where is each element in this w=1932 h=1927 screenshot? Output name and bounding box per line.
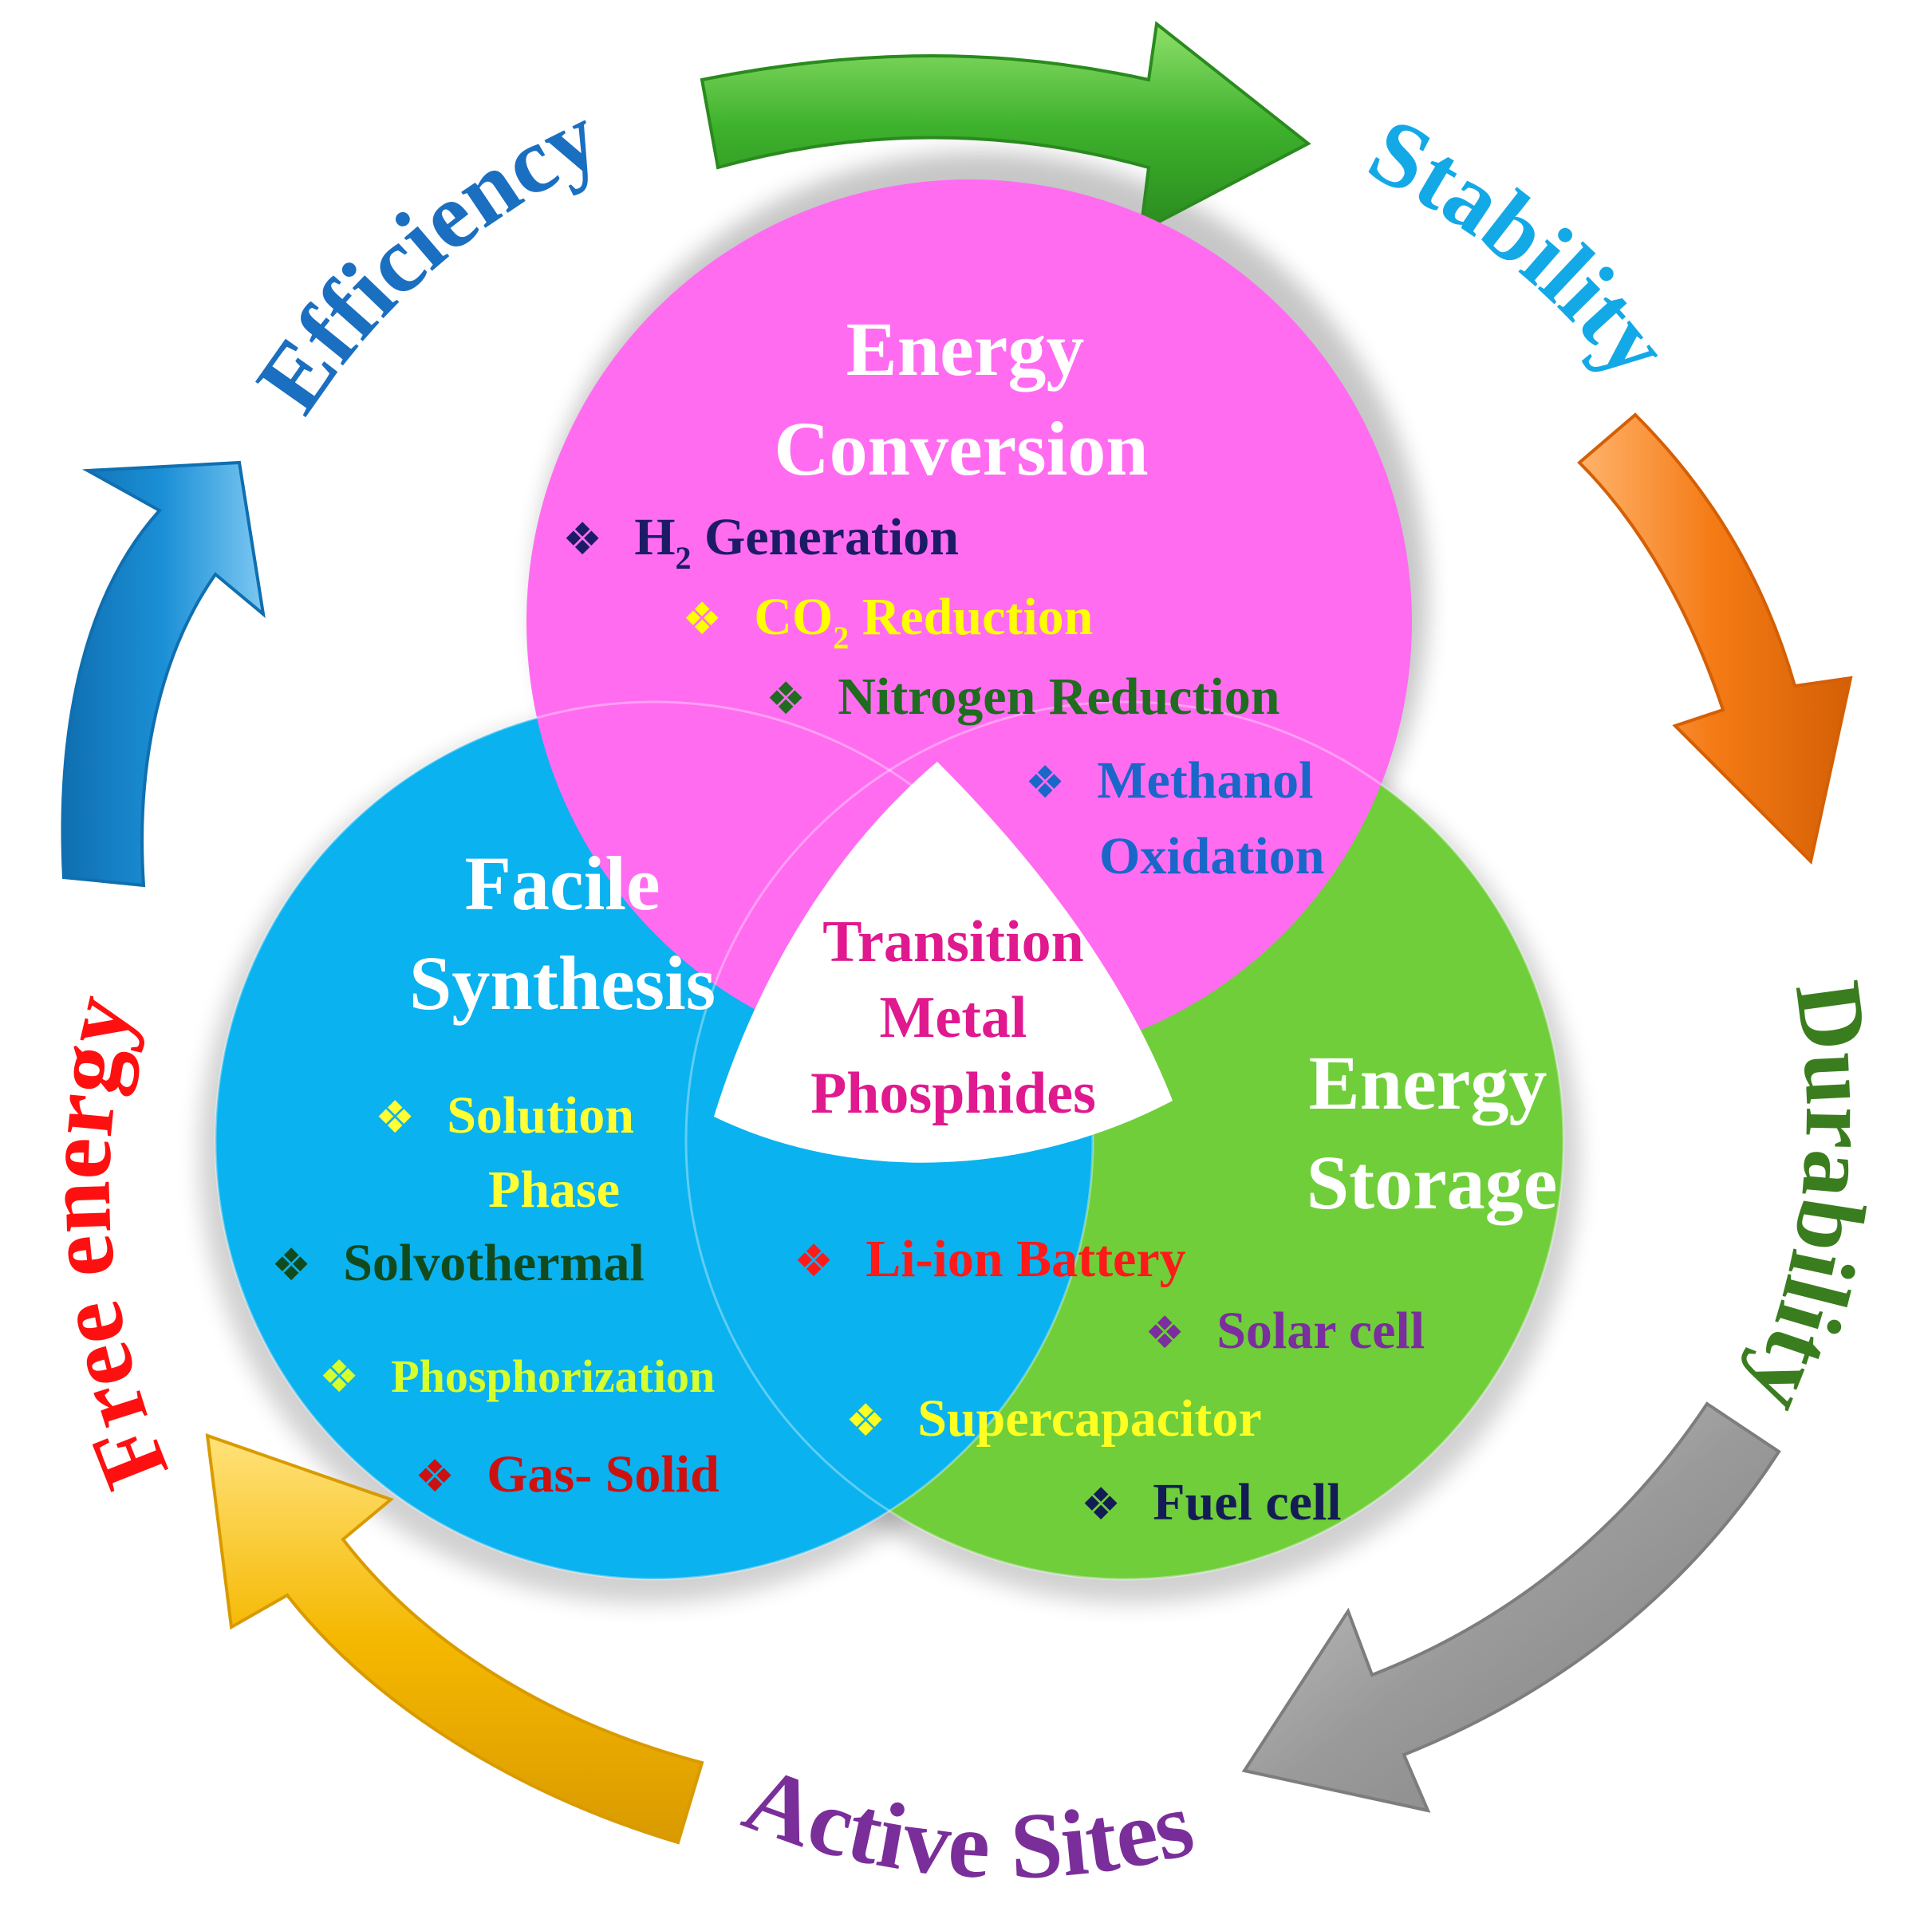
bullet-icon: ❖ (682, 593, 722, 645)
energy-conversion-group: Energy Conversion ❖H2 Generation ❖CO2 Re… (562, 306, 1324, 885)
gas-solid-item: ❖Gas- Solid (415, 1445, 720, 1503)
methanol-item: ❖Methanol (1025, 751, 1314, 810)
venn-circles (214, 179, 1565, 1581)
stability-label: Stability (1354, 97, 1690, 396)
bullet-icon: ❖ (375, 1092, 415, 1144)
bullet-icon: ❖ (271, 1239, 311, 1291)
green-arrow (700, 21, 1311, 234)
center-line2: Metal (880, 985, 1027, 1050)
cycle-arrows (61, 21, 1853, 1845)
efficiency-label: Efficiency (236, 83, 614, 430)
conversion-title-line2: Conversion (774, 406, 1148, 491)
center-group: Transition Metal Phosphides (810, 909, 1096, 1126)
bullet-icon: ❖ (794, 1235, 834, 1287)
phosphorization-item: ❖Phosphorization (319, 1350, 715, 1403)
bullet-icon: ❖ (1081, 1479, 1121, 1531)
conversion-title-line1: Energy (846, 306, 1085, 392)
gray-arrow (1241, 1401, 1781, 1813)
bullet-icon: ❖ (846, 1395, 885, 1447)
co2-reduction-item: ❖CO2 Reduction (682, 588, 1093, 656)
solar-cell-item: ❖Solar cell (1145, 1302, 1425, 1360)
bullet-icon: ❖ (1145, 1307, 1185, 1359)
bullet-icon: ❖ (766, 673, 806, 725)
phase-item: Phase (488, 1161, 620, 1219)
energy-conversion-circle (526, 179, 1412, 1065)
yellow-arrow (205, 1433, 704, 1845)
facile-synthesis-group: Facile Synthesis ❖Solution Phase ❖Solvot… (271, 841, 720, 1503)
fuel-cell-item: ❖Fuel cell (1081, 1473, 1342, 1531)
bullet-icon: ❖ (1025, 757, 1065, 809)
center-region (714, 762, 1173, 1163)
bullet-icon: ❖ (319, 1351, 359, 1403)
active-sites-label: Active Sites (732, 1746, 1203, 1899)
li-ion-battery-item: ❖Li-ion Battery (794, 1230, 1186, 1288)
h2-generation-item: ❖H2 Generation (562, 508, 959, 576)
supercapacitor-item: ❖Supercapacitor (846, 1389, 1262, 1448)
storage-title-line1: Energy (1309, 1040, 1548, 1125)
bullet-icon: ❖ (562, 514, 602, 565)
synthesis-title-line1: Facile (464, 841, 660, 926)
nitrogen-reduction-item: ❖Nitrogen Reduction (766, 668, 1279, 726)
synthesis-title-line2: Synthesis (409, 940, 716, 1026)
free-energy-label: Free energy (25, 986, 188, 1502)
durability-label: Durability (1728, 975, 1891, 1428)
bullet-icon: ❖ (415, 1451, 455, 1503)
solvothermal-item: ❖Solvothermal (271, 1234, 645, 1292)
center-line1: Transition (822, 909, 1084, 975)
orange-arrow (1577, 412, 1853, 865)
storage-title-line2: Storage (1307, 1140, 1558, 1225)
solution-item: ❖Solution (375, 1086, 634, 1145)
center-line3: Phosphides (810, 1061, 1096, 1126)
oxidation-item: Oxidation (1099, 827, 1324, 885)
blue-arrow (61, 460, 266, 888)
energy-storage-group: Energy Storage ❖Li-ion Battery ❖Solar ce… (794, 1040, 1557, 1531)
